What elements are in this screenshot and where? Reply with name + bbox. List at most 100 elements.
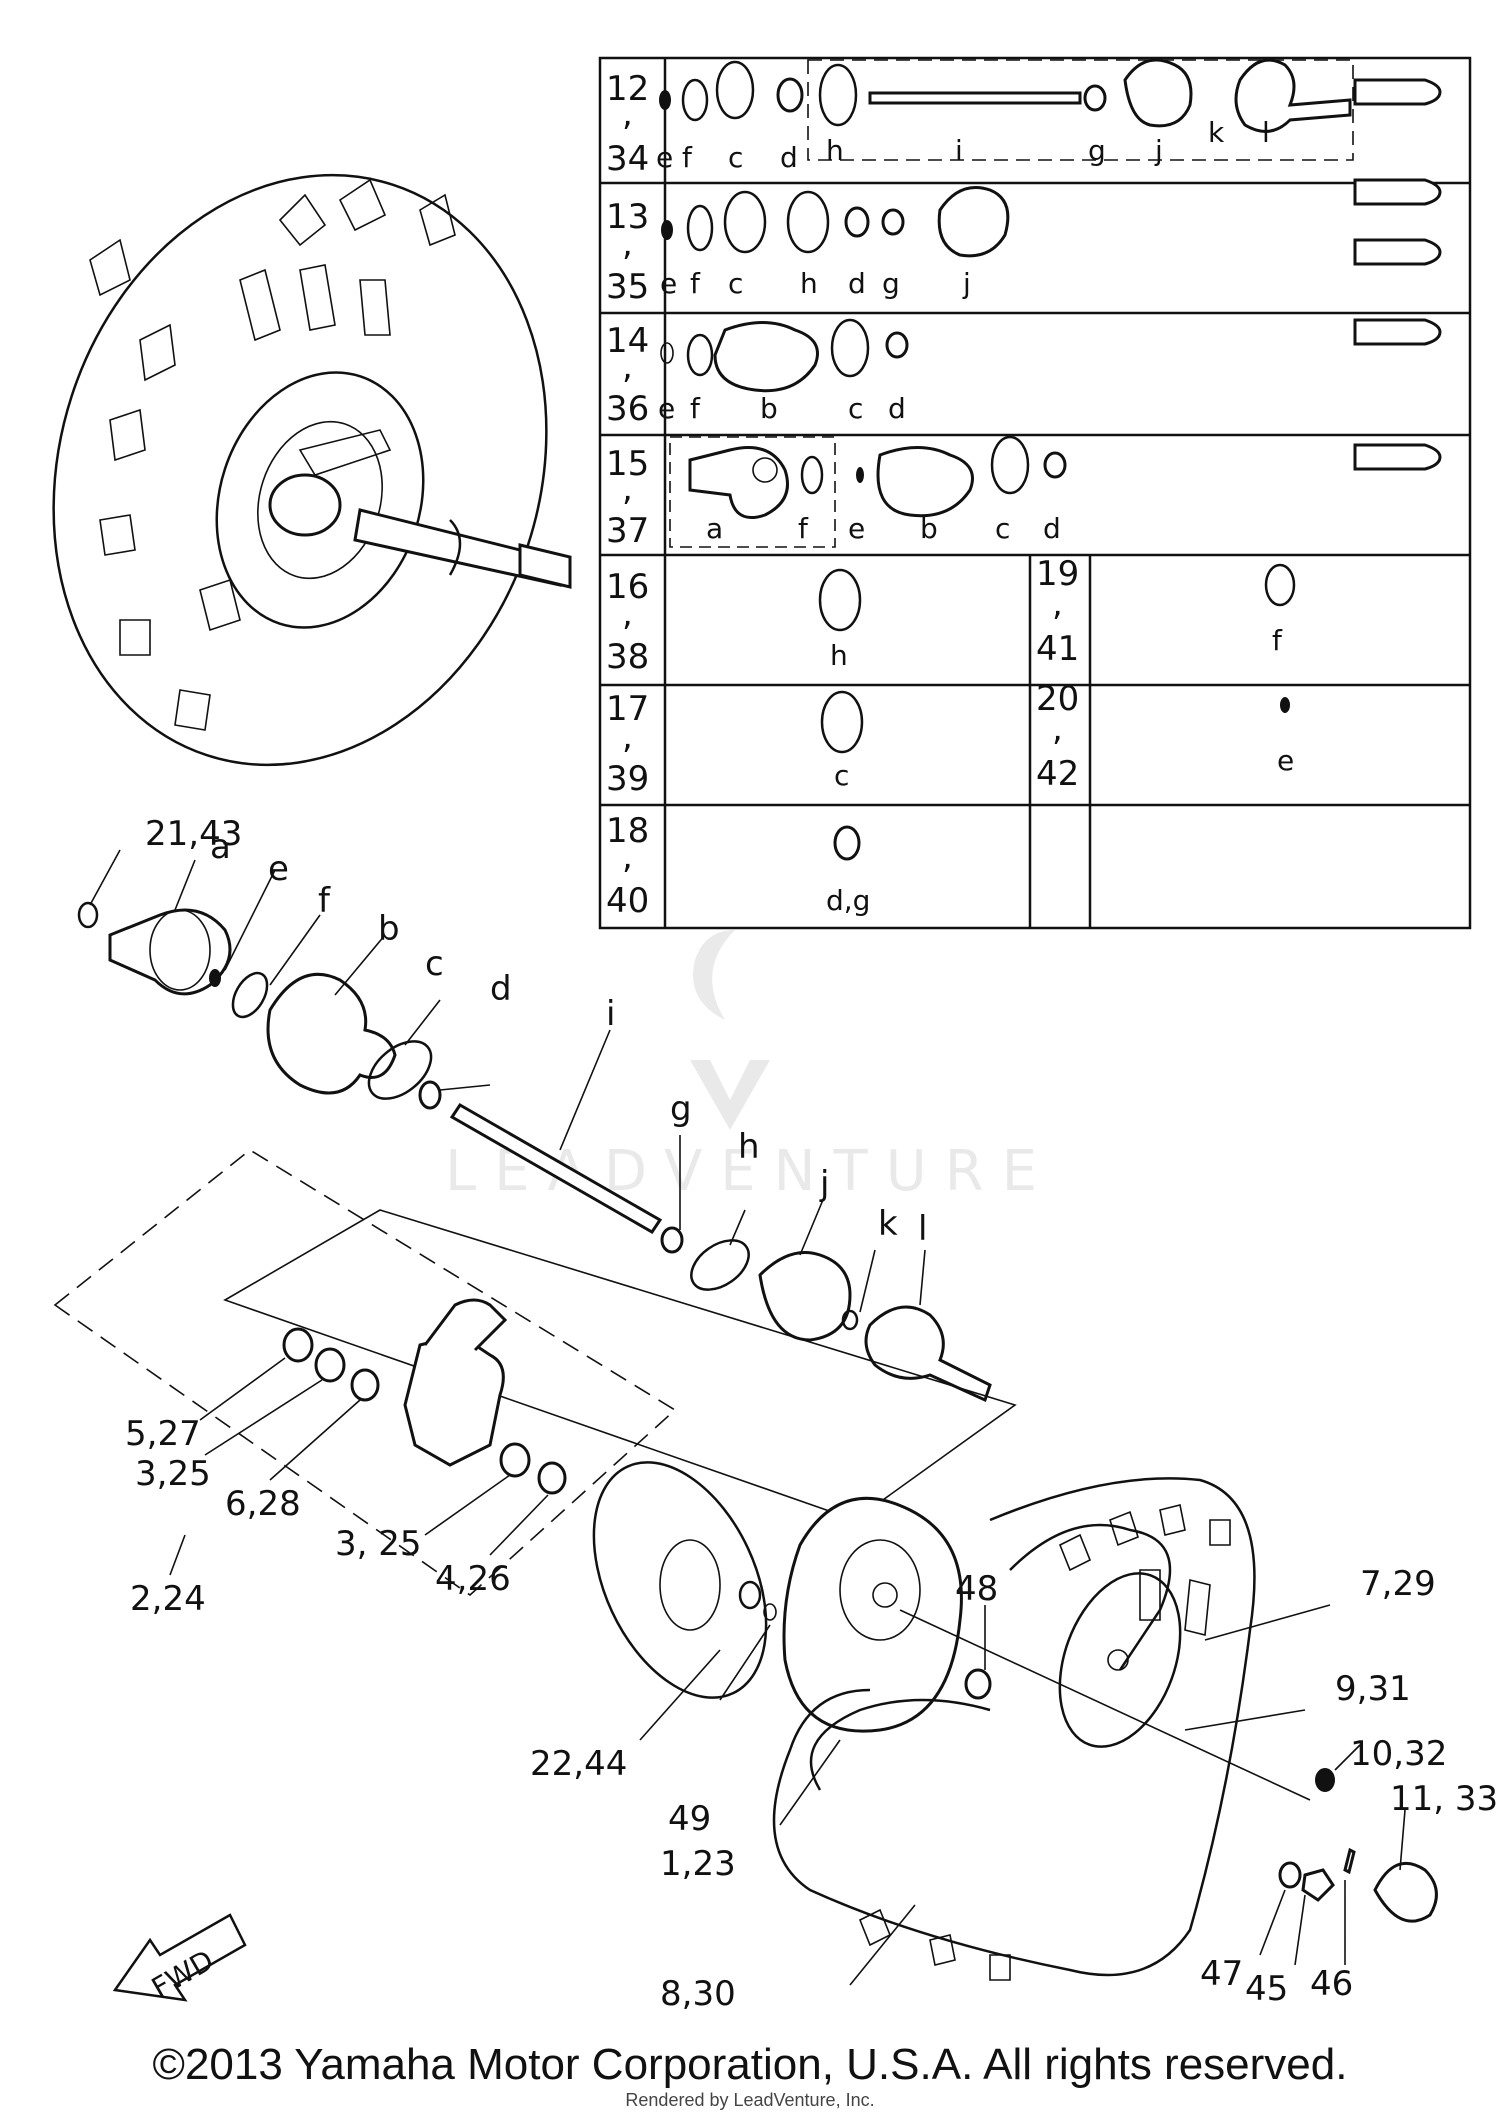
svg-text:e: e [660, 267, 677, 300]
svg-text:,: , [1052, 709, 1063, 749]
part-a [108, 908, 232, 996]
row-13-35-parts: e f c h d g j [660, 178, 1442, 300]
callout-a: a [210, 827, 231, 867]
rendered-by-notice: Rendered by LeadVenture, Inc. [625, 2090, 875, 2110]
svg-text:,: , [622, 94, 633, 134]
callout-f: f [318, 881, 331, 921]
part-b [266, 972, 397, 1095]
row-14-36-parts: e f b c d [658, 318, 1442, 425]
svg-text:,: , [622, 594, 633, 634]
svg-text:38: 38 [606, 637, 649, 677]
part-22-44 [738, 1580, 762, 1610]
svg-text:17: 17 [606, 689, 649, 729]
row-15-37-numbers: 15 , 37 [606, 444, 649, 551]
svg-text:j: j [962, 267, 971, 300]
part-3-25a [314, 1347, 346, 1383]
callout-j: j [819, 1164, 829, 1204]
svg-text:19: 19 [1036, 554, 1079, 594]
svg-text:c: c [834, 759, 849, 792]
row-20-42-part: e [1277, 697, 1294, 777]
svg-text:f: f [798, 512, 809, 545]
callout-45: 45 [1245, 1969, 1288, 2009]
svg-text:f: f [1272, 624, 1283, 657]
svg-text:d: d [848, 267, 866, 300]
part-g [660, 1226, 684, 1254]
part-46 [1343, 1847, 1356, 1875]
svg-text:40: 40 [606, 881, 649, 921]
row-17-39-numbers: 17 , 39 [606, 689, 649, 799]
callout-11-33: 11, 33 [1390, 1779, 1498, 1819]
part-h [690, 1239, 750, 1291]
steering-knuckle [403, 1333, 505, 1467]
part-3-25b [499, 1442, 531, 1478]
brake-disc [592, 1461, 768, 1699]
row-20-42-numbers: 20 , 42 [1036, 679, 1079, 794]
svg-text:a: a [706, 512, 723, 545]
part-49 [763, 1603, 777, 1621]
callout-c: c [425, 944, 444, 984]
row-18-40-numbers: 18 , 40 [606, 811, 649, 921]
svg-text:g: g [1088, 134, 1106, 167]
callout-3-25a: 3,25 [135, 1454, 211, 1494]
part-j [758, 1251, 852, 1342]
svg-text:34: 34 [606, 139, 649, 179]
callout-b: b [378, 909, 400, 949]
part-k [841, 1309, 859, 1331]
svg-text:i: i [955, 134, 963, 167]
driveshaft-exploded [77, 849, 992, 1403]
forward-arrow: FWD [112, 1913, 247, 2005]
svg-text:,: , [622, 469, 633, 509]
callout-k: k [878, 1204, 898, 1244]
callout-6-28: 6,28 [225, 1484, 301, 1524]
svg-text:39: 39 [606, 759, 649, 799]
svg-text:15: 15 [606, 444, 649, 484]
row-16-38-part: h [818, 568, 862, 672]
part-e [209, 969, 221, 987]
svg-text:f: f [690, 392, 701, 425]
svg-text:h: h [800, 267, 818, 300]
svg-text:c: c [728, 141, 743, 174]
callout-4-26: 4,26 [435, 1559, 511, 1599]
watermark-text: LEADVENTURE [445, 1139, 1055, 1204]
svg-text:12: 12 [606, 69, 649, 109]
leadventure-watermark: LEADVENTURE [445, 930, 1055, 1204]
row-16-38-numbers: 16 , 38 [606, 567, 649, 677]
svg-text:f: f [682, 141, 693, 174]
callout-2-24: 2,24 [130, 1579, 206, 1619]
svg-text:b: b [920, 512, 938, 545]
callout-labels: 21,43 a e f b c d i g h j k l 5,27 3,25 … [125, 814, 1498, 2014]
svg-text:d,g: d,g [826, 884, 870, 917]
callout-7-29: 7,29 [1360, 1564, 1436, 1604]
svg-text:h: h [830, 639, 848, 672]
callout-h: h [738, 1127, 760, 1167]
svg-text:35: 35 [606, 267, 649, 307]
upper-wheel-illustration [52, 173, 572, 767]
row-18-40-part: d,g [826, 825, 870, 917]
svg-text:f: f [690, 267, 701, 300]
knuckle-assembly [53, 1149, 1017, 1597]
svg-text:c: c [995, 512, 1010, 545]
row-14-36-numbers: 14 , 36 [606, 321, 649, 429]
svg-text:14: 14 [606, 321, 649, 361]
row-13-35-numbers: 13 , 35 [606, 197, 649, 307]
callout-47: 47 [1200, 1954, 1243, 1994]
callout-9-31: 9,31 [1335, 1669, 1411, 1709]
callout-l: l [918, 1209, 927, 1249]
svg-text:e: e [658, 392, 675, 425]
part-l [864, 1305, 992, 1403]
row-12-34-numbers: 12 , 34 [606, 69, 649, 179]
svg-text:,: , [1052, 584, 1063, 624]
hub-assembly [592, 1461, 992, 1826]
svg-text:,: , [622, 837, 633, 877]
svg-text:l: l [1262, 116, 1270, 149]
row-19-41-numbers: 19 , 41 [1036, 554, 1079, 669]
svg-text:c: c [848, 392, 863, 425]
part-11-33 [1373, 1861, 1438, 1923]
callout-1-23: 1,23 [660, 1844, 736, 1884]
svg-text:j: j [1154, 134, 1163, 167]
row-15-37-parts: a f e b c d [669, 435, 1442, 548]
callout-46: 46 [1310, 1964, 1353, 2004]
lower-tire-illustration [772, 1477, 1438, 1986]
svg-text:,: , [622, 717, 633, 757]
